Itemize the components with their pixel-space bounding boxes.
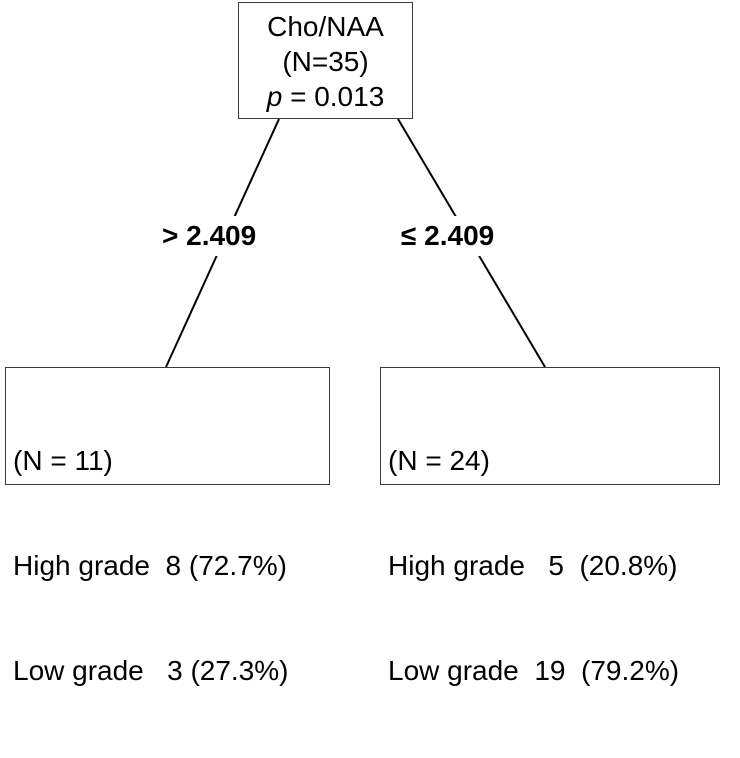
- leaf-left-sample-size: (N = 11): [13, 445, 113, 476]
- leaf-node-left: (N = 11) High grade 8 (72.7%) Low grade …: [5, 367, 330, 686]
- leaf-right-sample-size: (N = 24): [388, 445, 490, 476]
- root-sample-size: (N=35): [282, 46, 369, 77]
- leaf-right-high-grade-row: High grade 5 (20.8%): [388, 550, 678, 581]
- leaf-right-low-grade-row: Low grade 19 (79.2%): [388, 655, 680, 686]
- root-p-symbol: p: [266, 81, 283, 112]
- leaf-left-low-grade-row: Low grade 3 (27.3%): [13, 655, 289, 686]
- leaf-left-high-grade-row: High grade 8 (72.7%): [13, 550, 287, 581]
- split-label-less-equal: ≤ 2.409: [397, 216, 499, 256]
- root-p-value: = 0.013: [282, 81, 385, 112]
- root-p-value-line: p = 0.013: [239, 79, 412, 114]
- leaf-node-right: (N = 24) High grade 5 (20.8%) Low grade …: [380, 367, 720, 686]
- root-variable-label: Cho/NAA: [267, 11, 384, 42]
- root-node: Cho/NAA (N=35) p = 0.013: [238, 2, 413, 119]
- split-label-greater: > 2.409: [158, 216, 261, 256]
- decision-tree-diagram: Cho/NAA (N=35) p = 0.013 > 2.409 ≤ 2.409…: [5, 2, 720, 686]
